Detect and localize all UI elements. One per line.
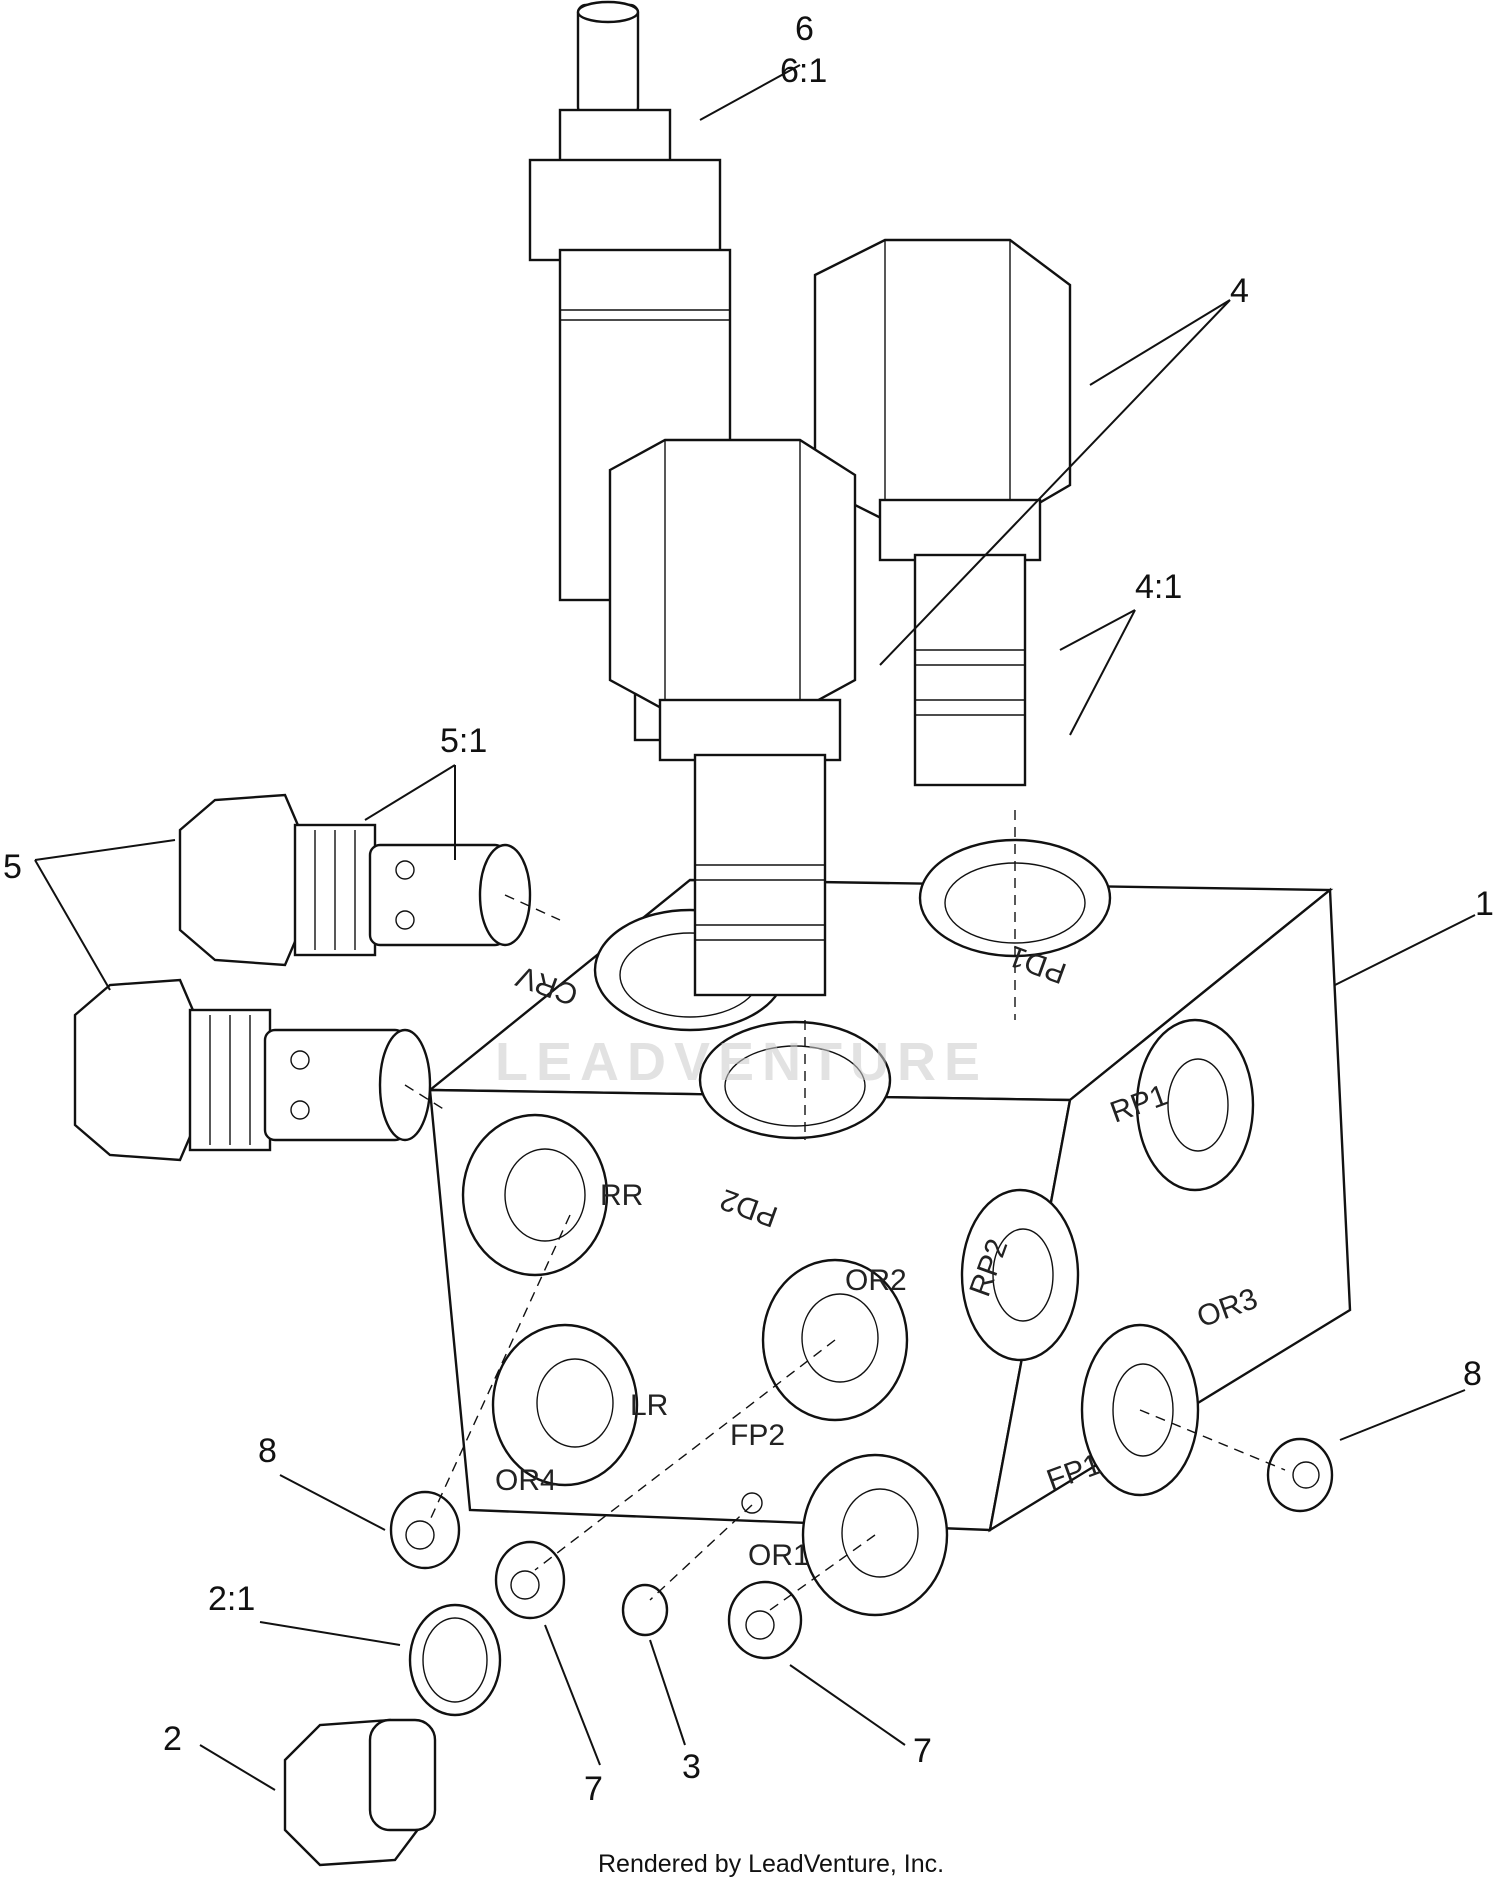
- callout-7-right: 7: [913, 1732, 932, 1770]
- watermark: LEADVENTURE: [495, 1032, 988, 1092]
- callout-7-left: 7: [584, 1770, 603, 1808]
- plug-8-left: [389, 1490, 461, 1570]
- port-label-rr: RR: [600, 1179, 643, 1212]
- callouts: 6 6:1 4 4:1 5:1 5 1 8 8 2:1 2 7 3 7: [3, 10, 1494, 1808]
- callout-5: 5: [3, 848, 22, 886]
- callout-2: 2: [163, 1720, 182, 1758]
- centre-lines: [404, 810, 1286, 1611]
- plug-8-right: [1266, 1437, 1334, 1513]
- port-label-or4: OR4: [495, 1464, 557, 1497]
- plug-2: [283, 1718, 437, 1867]
- port-label-fp2: FP2: [730, 1419, 785, 1452]
- callout-4-1: 4:1: [1135, 568, 1182, 606]
- callout-6: 6: [795, 10, 814, 48]
- plug-7-right: [727, 1580, 803, 1660]
- callout-8-left: 8: [258, 1432, 277, 1470]
- port-label-or2: OR2: [845, 1264, 907, 1297]
- port-label-lr: LR: [630, 1389, 668, 1422]
- manifold-block: [426, 838, 1352, 1617]
- callout-6-1: 6:1: [780, 52, 827, 90]
- valve-cartridge-4-rear: [813, 238, 1072, 787]
- callout-1: 1: [1475, 885, 1494, 923]
- oring-2-1: [408, 1603, 502, 1717]
- callout-2-1: 2:1: [208, 1580, 255, 1618]
- cartridge-5-upper: [178, 793, 532, 967]
- valve-cartridge-4-front: [608, 438, 857, 997]
- callout-5-1: 5:1: [440, 722, 487, 760]
- plug-7-left: [494, 1540, 566, 1620]
- orifice-3: [621, 1583, 669, 1637]
- footer-credit: Rendered by LeadVenture, Inc.: [598, 1850, 944, 1878]
- callout-3: 3: [682, 1748, 701, 1786]
- leader-lines: [34, 64, 1476, 1791]
- port-label-crv: CRV: [512, 959, 582, 1011]
- callout-8-right: 8: [1463, 1355, 1482, 1393]
- cartridge-5-lower: [73, 978, 432, 1162]
- callout-4: 4: [1230, 272, 1249, 310]
- port-label-or1: OR1: [748, 1539, 810, 1572]
